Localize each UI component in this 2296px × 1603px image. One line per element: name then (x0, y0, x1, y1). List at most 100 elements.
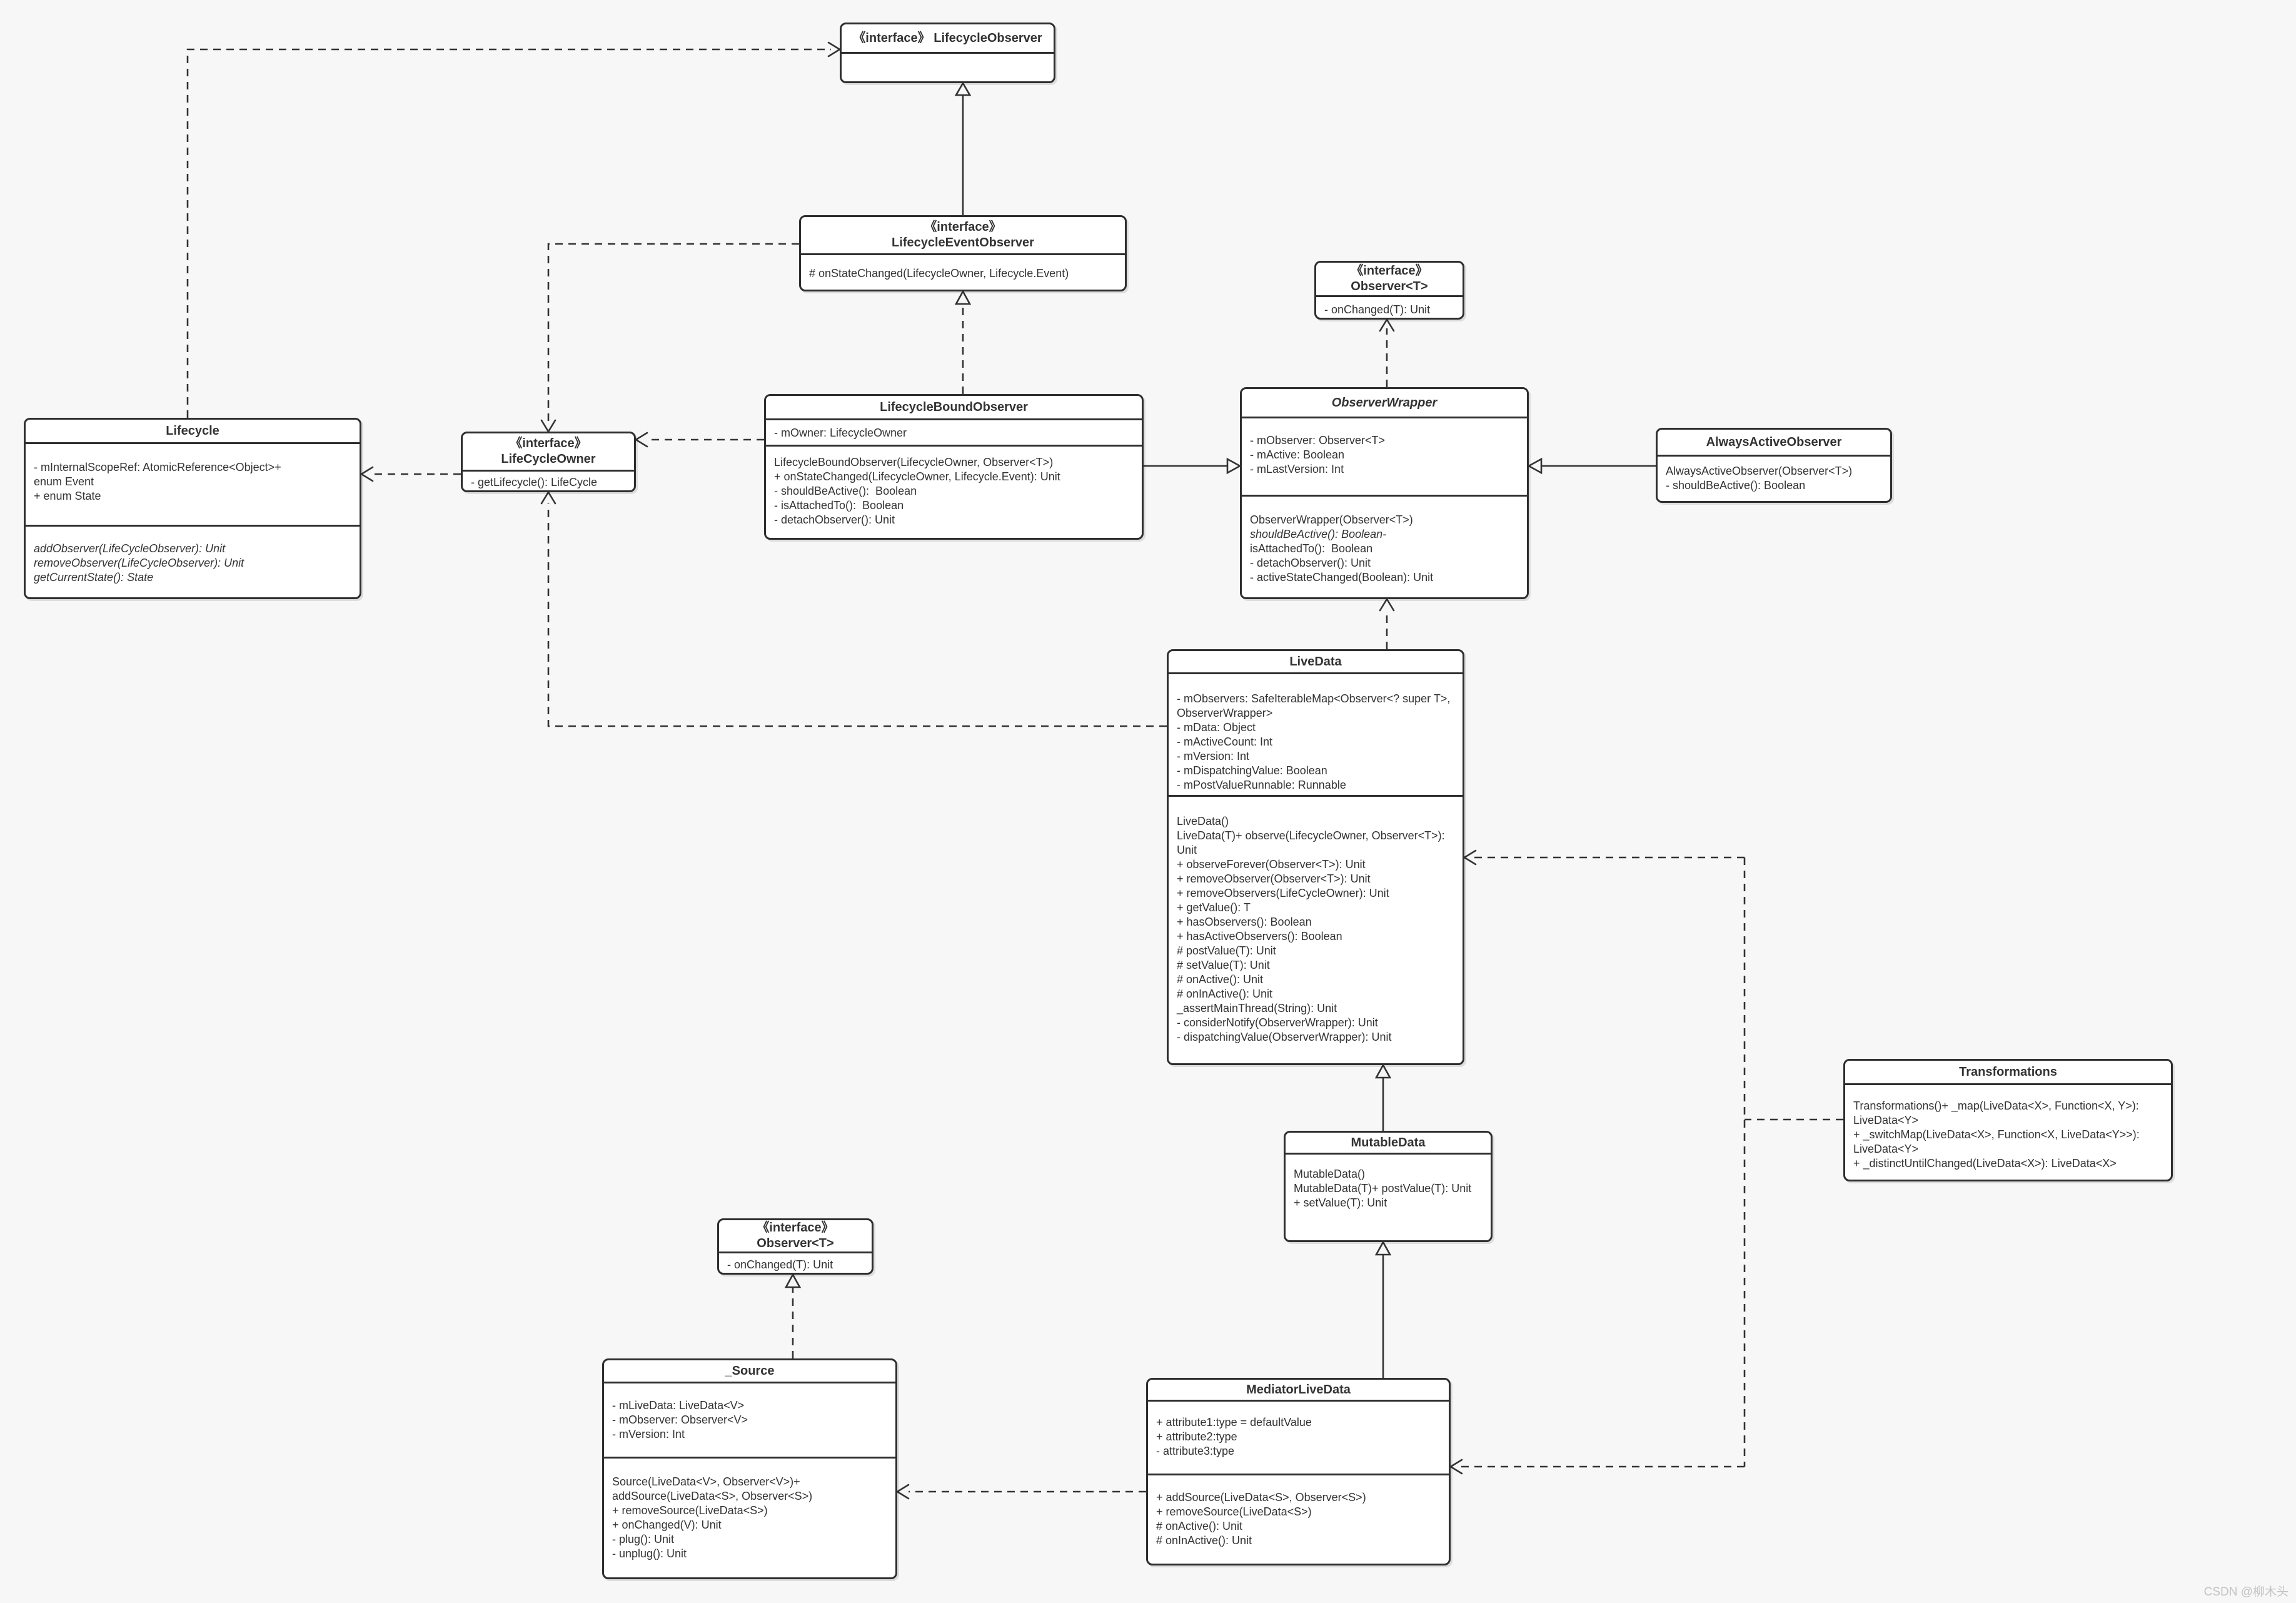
attributes-section: + attribute1:type = defaultValue+ attrib… (1148, 1400, 1449, 1474)
arrow-open-icon (360, 466, 374, 482)
class-header: Transformations (1845, 1061, 2171, 1083)
csdn-watermark: CSDN @柳木头 (2203, 1585, 2288, 1599)
stereotype-label: 《interface》 (757, 1221, 834, 1235)
arrow-triangle-icon (1374, 1240, 1392, 1256)
class-source: _Source - mLiveData: LiveData<V>- mObser… (602, 1358, 897, 1579)
arrow-triangle-icon (954, 290, 972, 305)
arrow-open-icon (1449, 1459, 1463, 1475)
member-row: + addSource(LiveData<S>, Observer<S>) (1156, 1491, 1366, 1504)
class-title: ObserverWrapper (1331, 395, 1438, 410)
arrow-open-icon (540, 490, 556, 505)
attributes-section: - mLiveData: LiveData<V>- mObserver: Obs… (604, 1382, 895, 1457)
member-row: - mInternalScopeRef: AtomicReference<Obj… (34, 461, 281, 473)
member-row: # onActive(): Unit (1156, 1520, 1243, 1532)
edge-lifecycle-to-lifecycleobserver (186, 48, 831, 418)
member-row: + attribute1:type = defaultValue (1156, 1416, 1312, 1429)
member-row: - dispatchingValue(ObserverWrapper): Uni… (1177, 1031, 1392, 1043)
member-row: - detachObserver(): Unit (774, 513, 895, 526)
arrow-triangle-icon (1374, 1063, 1392, 1079)
member-row: + _distinctUntilChanged(LiveData<X>): Li… (1853, 1157, 2117, 1170)
class-title: AlwaysActiveObserver (1706, 435, 1842, 449)
member-row: - onChanged(T): Unit (1324, 303, 1431, 316)
member-row: Source(LiveData<V>, Observer<V>)+ (612, 1475, 800, 1488)
member-row: + removeObservers(LifeCycleOwner): Unit (1177, 887, 1389, 899)
attributes-section: - mOwner: LifecycleOwner (766, 418, 1142, 445)
methods-section: Transformations()+ _map(LiveData<X>, Fun… (1845, 1083, 2171, 1180)
member-row: + removeObserver(Observer<T>): Unit (1177, 872, 1371, 885)
stereotype-label: 《interface》 (924, 220, 1002, 234)
member-row: + attribute2:type (1156, 1430, 1237, 1443)
class-title: Transformations (1959, 1064, 2057, 1079)
attributes-section: - mObserver: Observer<T>- mActive: Boole… (1242, 417, 1527, 495)
member-row: - mData: Object (1177, 721, 1256, 734)
member-row: - mActiveCount: Int (1177, 736, 1273, 748)
class-header: LiveData (1169, 651, 1463, 672)
class-title: MediatorLiveData (1246, 1382, 1351, 1397)
arrow-triangle-icon (1527, 457, 1543, 475)
class-title: _Source (725, 1363, 775, 1378)
methods-section: # onStateChanged(LifecycleOwner, Lifecyc… (801, 253, 1125, 290)
class-lifecycle: Lifecycle - mInternalScopeRef: AtomicRef… (24, 418, 361, 599)
class-header: _Source (604, 1360, 895, 1382)
attributes-section: - mObservers: SafeIterableMap<Observer<?… (1169, 672, 1463, 795)
member-row: # onStateChanged(LifecycleOwner, Lifecyc… (809, 267, 1069, 280)
class-lifecycle-observer: 《interface》 LifecycleObserver (840, 23, 1055, 83)
class-title: LiveData (1289, 654, 1342, 669)
member-row: LiveData() (1177, 815, 1229, 827)
arrow-open-icon (634, 432, 648, 448)
member-row: + observeForever(Observer<T>): Unit (1177, 858, 1366, 871)
member-row: getCurrentState(): State (34, 571, 154, 584)
methods-section: MutableData()MutableData(T)+ postValue(T… (1286, 1153, 1491, 1240)
class-header: 《interface》 Observer<T> (719, 1220, 872, 1252)
class-title: MutableData (1351, 1135, 1426, 1150)
arrow-open-icon (827, 41, 842, 58)
member-row: - isAttachedTo(): Boolean (774, 499, 904, 512)
class-title: 《interface》 LifecycleObserver (853, 31, 1042, 45)
edge-transformations-trunk (1459, 856, 1843, 1468)
arrow-open-icon (1379, 597, 1395, 612)
member-row: - plug(): Unit (612, 1533, 675, 1545)
methods-section: - getLifecycle(): LifeCycle (463, 470, 634, 490)
member-row: MutableData(T)+ postValue(T): Unit (1294, 1182, 1472, 1195)
edge-livedata-to-lifecycleowner (547, 503, 1167, 727)
member-row: - mVersion: Int (612, 1428, 685, 1440)
member-row: _assertMainThread(String): Unit (1177, 1002, 1337, 1014)
class-header: 《interface》 LifecycleObserver (842, 24, 1054, 52)
methods-section: + addSource(LiveData<S>, Observer<S>)+ r… (1148, 1474, 1449, 1564)
member-row: addSource(LiveData<S>, Observer<S>) (612, 1490, 813, 1502)
arrow-open-icon (1463, 849, 1477, 866)
member-row: # onActive(): Unit (1177, 973, 1264, 986)
member-row: - mOwner: LifecycleOwner (774, 427, 907, 439)
member-row: # postValue(T): Unit (1177, 944, 1276, 957)
member-row: - activeStateChanged(Boolean): Unit (1250, 571, 1434, 584)
member-row: - onChanged(T): Unit (727, 1258, 833, 1271)
attributes-section: - mInternalScopeRef: AtomicReference<Obj… (26, 442, 360, 525)
member-row: # setValue(T): Unit (1177, 959, 1270, 971)
member-row: - unplug(): Unit (612, 1547, 687, 1560)
member-row: + setValue(T): Unit (1294, 1196, 1387, 1209)
member-row: - shouldBeActive(): Boolean (774, 485, 917, 497)
member-row: + removeSource(LiveData<S>) (1156, 1505, 1312, 1518)
class-lifecycle-bound-observer: LifecycleBoundObserver - mOwner: Lifecyc… (764, 394, 1144, 540)
methods-section: - onChanged(T): Unit (1316, 295, 1463, 318)
arrow-open-icon (895, 1484, 910, 1500)
member-row: - attribute3:type (1156, 1445, 1235, 1457)
methods-section: Source(LiveData<V>, Observer<V>)+ addSour… (604, 1457, 895, 1577)
methods-section: - onChanged(T): Unit (719, 1252, 872, 1273)
class-header: MediatorLiveData (1148, 1380, 1449, 1400)
class-header: LifecycleBoundObserver (766, 396, 1142, 418)
class-lifecycle-event-observer: 《interface》 LifecycleEventObserver # onS… (799, 215, 1127, 291)
member-row: LifecycleBoundObserver(LifecycleOwner, O… (774, 456, 1054, 468)
class-lifecycle-owner: 《interface》 LifeCycleOwner - getLifecycl… (461, 432, 636, 492)
member-row: + hasActiveObservers(): Boolean (1177, 930, 1342, 943)
class-transformations: Transformations Transformations()+ _map(… (1843, 1059, 2173, 1181)
empty-section (842, 52, 1054, 81)
arrow-open-icon (540, 419, 556, 433)
member-row: + onStateChanged(LifecycleOwner, Lifecyc… (774, 470, 1060, 483)
class-header: 《interface》 LifecycleEventObserver (801, 217, 1125, 253)
class-observer-bottom: 《interface》 Observer<T> - onChanged(T): … (717, 1218, 874, 1275)
class-header: MutableData (1286, 1133, 1491, 1153)
class-header: Lifecycle (26, 420, 360, 442)
member-row: + onChanged(V): Unit (612, 1519, 722, 1531)
